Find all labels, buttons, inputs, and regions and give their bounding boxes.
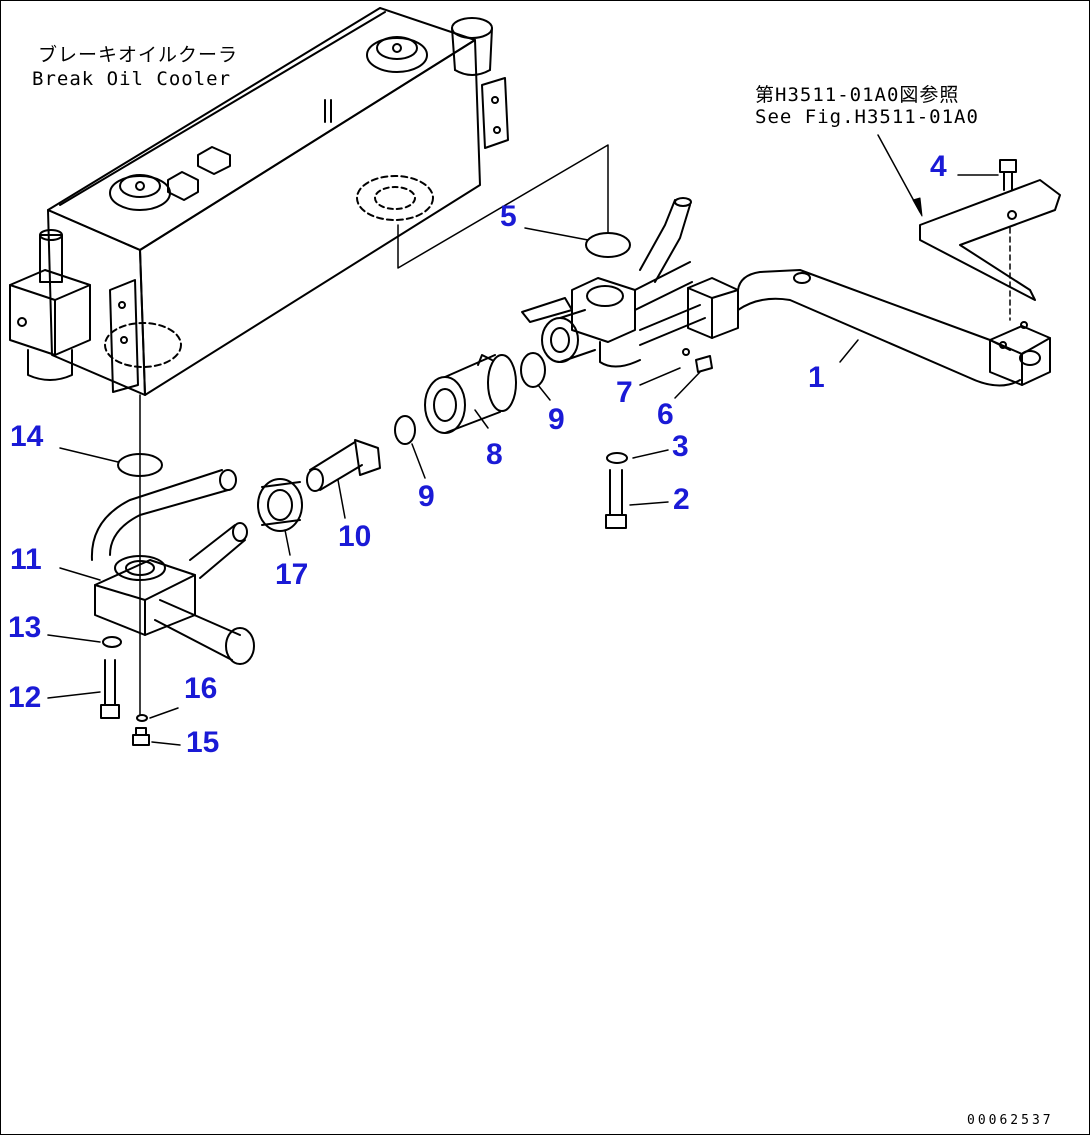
gasket-14 [117,453,163,477]
bolt-12 [100,659,120,719]
nipple-10 [306,439,381,492]
coupling-8 [424,354,517,434]
pipe-assembly-1 [521,197,1051,387]
plug-15 [132,727,150,746]
washer-3 [606,452,628,464]
callout-14: 14 [10,420,44,453]
callout-8: 8 [486,438,503,471]
callout-17: 17 [275,558,309,591]
reference-arrow [877,134,921,213]
clamp-17 [257,478,303,532]
bolt-2 [605,469,627,529]
callout-7: 7 [616,376,633,409]
callout-9-left: 9 [418,480,435,513]
o-ring-7 [682,348,690,356]
plug-6 [695,355,713,373]
gasket-5 [585,232,631,258]
reference-english: See Fig.H3511-01A0 [755,106,979,128]
pipe-block-11 [90,469,255,665]
callout-13: 13 [8,611,42,644]
o-ring-9-right [520,352,546,388]
callout-9-right: 9 [548,403,565,436]
o-ring-9-left [394,415,416,445]
callout-5: 5 [500,200,517,233]
title-japanese: ブレーキオイルクーラ [38,44,239,66]
oil-cooler-tank [9,7,509,396]
o-ring-16 [136,714,148,722]
reference-japanese: 第H3511-01A0図参照 [755,84,960,106]
callout-11: 11 [10,543,42,576]
callout-15: 15 [186,726,220,759]
callout-12: 12 [8,681,42,714]
callout-1: 1 [808,361,825,394]
callout-10: 10 [338,520,372,553]
callout-16: 16 [184,672,218,705]
bracket [919,179,1061,321]
title-english: Break Oil Cooler [32,68,232,90]
callout-2: 2 [673,483,690,516]
washer-13 [102,636,122,648]
document-number: 00062537 [967,1113,1054,1128]
callout-4: 4 [930,150,947,183]
callout-6: 6 [657,398,674,431]
callout-leaders [47,174,999,746]
callout-3: 3 [672,430,689,463]
bolt-4 [999,159,1017,191]
